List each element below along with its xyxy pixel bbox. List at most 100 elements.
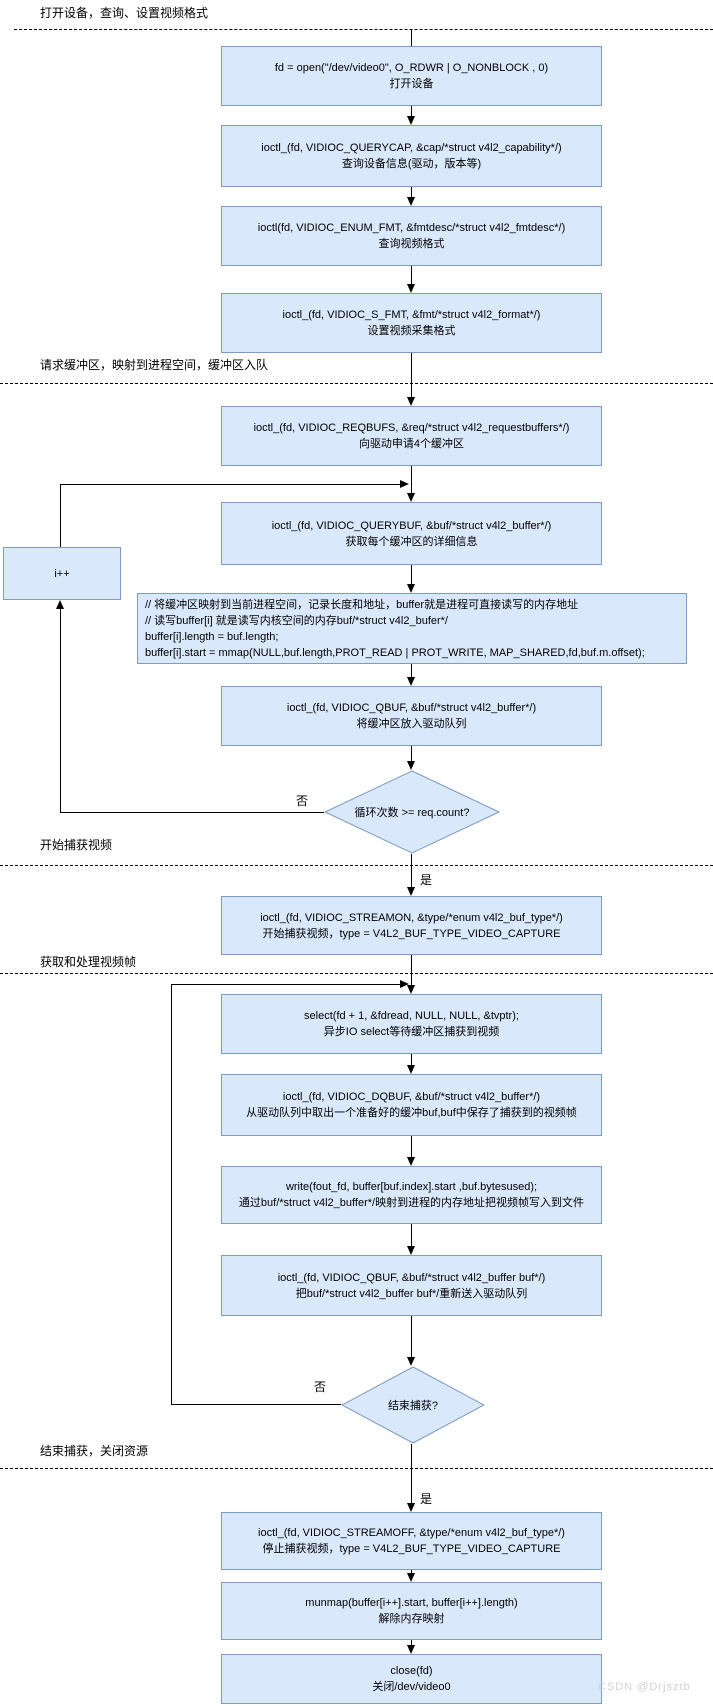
- flow-node-enum-fmt: ioctl(fd, VIDIOC_ENUM_FMT, &fmtdesc/*str…: [221, 206, 602, 266]
- code-line: // 读写buffer[i] 就是读写内核空间的内存buf/*struct v4…: [145, 614, 448, 627]
- arrowhead-down-icon: [407, 1065, 415, 1074]
- arrowhead-down-icon: [407, 985, 415, 994]
- connector-write-requeue: [411, 1224, 412, 1247]
- node-desc: 把buf/*struct v4l2_buffer buf*/重新送入驱动队列: [295, 1287, 528, 1300]
- node-desc: 通过buf/*struct v4l2_buffer*/映射到进程的内存地址把视频…: [238, 1197, 585, 1209]
- connector-requeue-decision2: [411, 1316, 412, 1358]
- connector-streamon-select: [411, 955, 412, 987]
- arrowhead-down-icon: [407, 493, 415, 502]
- node-code: ioctl_(fd, VIDIOC_QBUF, &buf/*struct v4l…: [286, 702, 537, 714]
- node-desc: 停止捕获视频，type = V4L2_BUF_TYPE_VIDEO_CAPTUR…: [262, 1543, 561, 1555]
- node-desc: 获取每个缓冲区的详细信息: [345, 535, 478, 548]
- arrowhead-down-icon: [407, 397, 415, 406]
- connector-munmap-close: [411, 1640, 412, 1645]
- section-divider-5: [0, 1468, 713, 1469]
- section-divider-3: [0, 865, 713, 866]
- connector-decision1-streamon: [411, 854, 412, 888]
- flow-node-s-fmt: ioctl_(fd, VIDIOC_S_FMT, &fmt/*struct v4…: [221, 293, 602, 353]
- node-desc: 关闭/dev/video0: [372, 1681, 451, 1693]
- flow-node-streamoff: ioctl_(fd, VIDIOC_STREAMOFF, &type/*enum…: [221, 1512, 602, 1570]
- connector-decision2-streamoff: [411, 1444, 412, 1503]
- section-divider-2: [0, 383, 713, 384]
- section-label-open-query-setformat: 打开设备，查询、设置视频格式: [40, 6, 209, 20]
- arrowhead-down-icon: [407, 116, 415, 125]
- connector-dqbuf-write: [411, 1136, 412, 1158]
- connector-loop1-reentry: [60, 484, 401, 485]
- connector-loop2-vertical: [171, 984, 172, 1404]
- arrowhead-down-icon: [407, 1503, 415, 1512]
- connector-sfmt-reqbufs: [411, 353, 412, 398]
- connector-mmap-qbuf: [411, 664, 412, 678]
- section-label-process-frames: 获取和处理视频帧: [40, 955, 137, 969]
- node-desc: 打开设备: [389, 78, 434, 90]
- diamond-shape: [340, 1366, 486, 1444]
- arrowhead-up-icon: [56, 600, 64, 609]
- arrowhead-right-icon: [400, 980, 409, 988]
- flow-node-munmap: munmap(buffer[i++].start, buffer[i++].le…: [221, 1582, 602, 1640]
- node-code: write(fout_fd, buffer[buf.index].start ,…: [285, 1181, 538, 1193]
- connector-open-querycap: [411, 106, 412, 118]
- edge-label-yes: 是: [420, 1492, 433, 1506]
- code-line: // 将缓冲区映射到当前进程空间，记录长度和地址，buffer就是进程可直接读写…: [145, 598, 579, 611]
- node-code: close(fd): [390, 1665, 433, 1677]
- node-label: i++: [54, 567, 70, 580]
- connector-querybuf-mmap: [411, 565, 412, 584]
- arrowhead-down-icon: [407, 1246, 415, 1255]
- decision-label: 结束捕获?: [387, 1400, 439, 1412]
- flow-node-querycap: ioctl_(fd, VIDIOC_QUERYCAP, &cap/*struct…: [221, 125, 602, 187]
- connector-increment-up: [60, 484, 61, 547]
- decision-end-capture: 结束捕获?: [340, 1366, 486, 1444]
- node-desc: 将缓冲区放入驱动队列: [356, 718, 467, 730]
- flow-node-streamon: ioctl_(fd, VIDIOC_STREAMON, &type/*enum …: [221, 896, 602, 955]
- flow-node-reqbufs: ioctl_(fd, VIDIOC_REQBUFS, &req/*struct …: [221, 406, 602, 466]
- node-desc: 查询视频格式: [378, 238, 445, 250]
- edge-label-no: 否: [296, 794, 309, 808]
- flow-node-dqbuf: ioctl_(fd, VIDIOC_DQBUF, &buf/*struct v4…: [221, 1074, 602, 1136]
- decision-loop-count: 循环次数 >= req.count?: [323, 770, 501, 854]
- edge-label-yes: 是: [420, 873, 433, 887]
- node-desc: 解除内存映射: [378, 1613, 445, 1625]
- flow-node-write-file: write(fout_fd, buffer[buf.index].start ,…: [221, 1166, 602, 1224]
- connector-decision2-no: [171, 1404, 341, 1405]
- code-line: buffer[i].length = buf.length;: [145, 630, 279, 643]
- edge-label-no: 否: [314, 1380, 327, 1394]
- connector-loop1-vertical: [60, 608, 61, 812]
- arrowhead-right-icon: [400, 480, 409, 488]
- node-code: ioctl(fd, VIDIOC_ENUM_FMT, &fmtdesc/*str…: [257, 222, 566, 234]
- arrowhead-down-icon: [407, 1645, 415, 1654]
- node-code: ioctl_(fd, VIDIOC_DQBUF, &buf/*struct v4…: [282, 1091, 541, 1103]
- node-code: fd = open("/dev/video0", O_RDWR | O_NONB…: [274, 62, 549, 74]
- connector-divider1-to-open: [411, 29, 412, 46]
- decision-label: 循环次数 >= req.count?: [354, 807, 470, 819]
- arrowhead-down-icon: [407, 761, 415, 770]
- arrowhead-down-icon: [407, 197, 415, 206]
- connector-enumfmt-sfmt: [411, 266, 412, 285]
- node-desc: 开始捕获视频，type = V4L2_BUF_TYPE_VIDEO_CAPTUR…: [262, 927, 561, 940]
- node-code: ioctl_(fd, VIDIOC_QBUF, &buf/*struct v4l…: [277, 1271, 546, 1284]
- node-desc: 异步IO select等待缓冲区捕获到视频: [323, 1026, 500, 1038]
- connector-loop2-reentry: [171, 984, 401, 985]
- node-code: select(fd + 1, &fdread, NULL, NULL, &tvp…: [304, 1010, 519, 1022]
- arrowhead-down-icon: [407, 1157, 415, 1166]
- connector-reqbufs-querybuf: [411, 466, 412, 493]
- node-code: ioctl_(fd, VIDIOC_STREAMON, &type/*enum …: [260, 911, 563, 924]
- node-code: ioctl_(fd, VIDIOC_QUERYBUF, &buf/*struct…: [271, 519, 552, 532]
- node-desc: 从驱动队列中取出一个准备好的缓冲buf,buf中保存了捕获到的视频帧: [246, 1107, 577, 1119]
- diamond-shape: [323, 770, 501, 854]
- connector-streamoff-munmap: [411, 1570, 412, 1573]
- arrowhead-down-icon: [407, 1357, 415, 1366]
- csdn-watermark: CSDN @Drjsztb: [598, 1681, 691, 1693]
- node-desc: 设置视频采集格式: [367, 325, 456, 337]
- section-label-close-resources: 结束捕获，关闭资源: [40, 1444, 149, 1458]
- arrowhead-down-icon: [407, 1573, 415, 1582]
- node-code: ioctl_(fd, VIDIOC_QUERYCAP, &cap/*struct…: [261, 142, 562, 154]
- node-desc: 向驱动申请4个缓冲区: [358, 438, 465, 450]
- flow-node-querybuf: ioctl_(fd, VIDIOC_QUERYBUF, &buf/*struct…: [221, 502, 602, 565]
- section-divider-4: [0, 973, 713, 974]
- flow-node-increment: i++: [3, 547, 121, 600]
- flow-node-close-device: close(fd) 关闭/dev/video0: [221, 1654, 602, 1704]
- flow-node-qbuf-requeue: ioctl_(fd, VIDIOC_QBUF, &buf/*struct v4l…: [221, 1255, 602, 1316]
- node-desc: 查询设备信息(驱动，版本等): [341, 158, 482, 170]
- connector-querycap-enumfmt: [411, 187, 412, 198]
